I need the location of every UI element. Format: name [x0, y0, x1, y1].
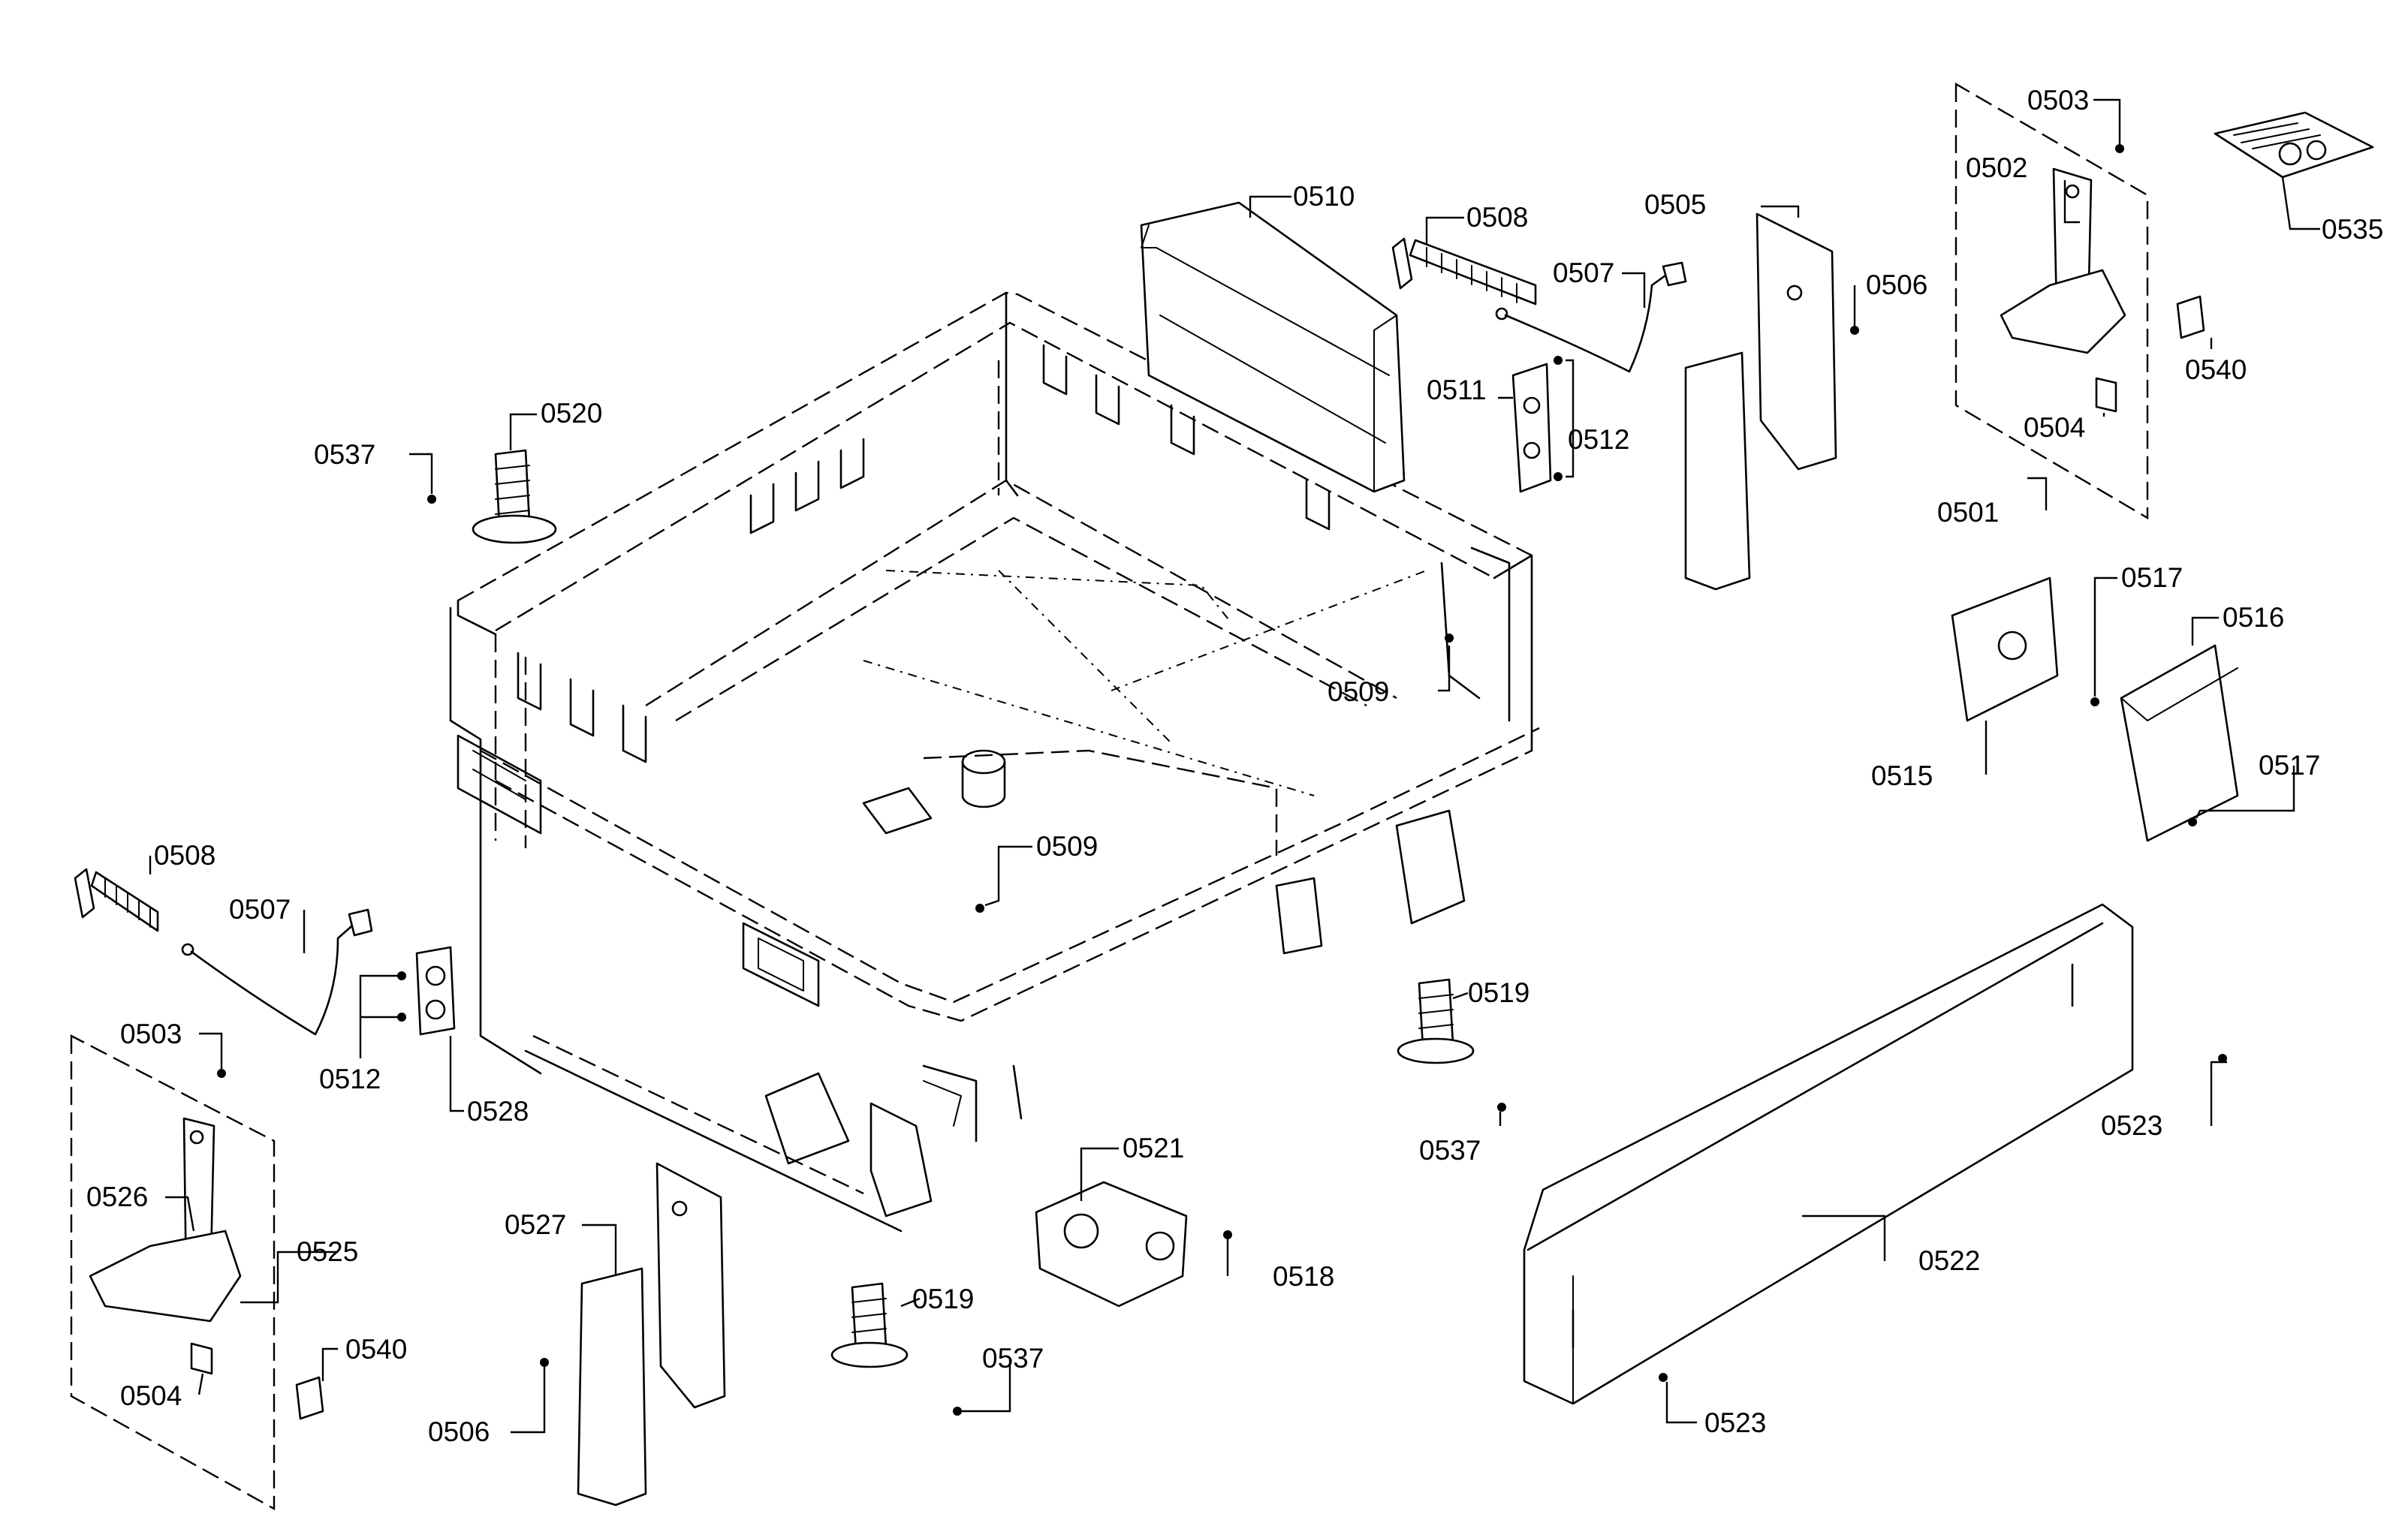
clip-0540-left [295, 1376, 324, 1420]
label-0509-upper: 0509 [1328, 676, 1389, 707]
hinge-left-part [89, 1117, 242, 1375]
hinge-right-part [2000, 167, 2126, 413]
screw-0503-left [217, 1069, 226, 1078]
bracket-0527-left [577, 1162, 726, 1506]
label-0515: 0515 [1871, 760, 1933, 791]
hinge-group-box-left [70, 1034, 276, 1511]
door-cable-0507-left [181, 908, 373, 1036]
label-0528: 0528 [467, 1096, 529, 1127]
control-box-0510 [1140, 201, 1406, 493]
label-0506-left: 0506 [428, 1416, 490, 1447]
screw-0503-right [2115, 144, 2124, 153]
label-0512-bottom: 0512 [319, 1064, 381, 1094]
screw-0523-bottom [1659, 1373, 1668, 1382]
screw-0506-right [1850, 326, 1859, 335]
label-0519-bottom: 0519 [912, 1284, 974, 1314]
screw-0523-right [2218, 1054, 2227, 1063]
label-0537-right: 0537 [1419, 1135, 1481, 1166]
label-0523-bottom: 0523 [1704, 1407, 1766, 1438]
label-0540-left: 0540 [345, 1334, 407, 1365]
label-0505: 0505 [1644, 189, 1706, 220]
bracket-0515 [1951, 576, 2059, 722]
label-0535: 0535 [2322, 214, 2383, 245]
screw-0506-left [540, 1358, 549, 1367]
screw-0537-right [1497, 1103, 1506, 1112]
label-0507-left: 0507 [229, 894, 291, 925]
label-0523-right: 0523 [2101, 1110, 2162, 1141]
pulley-0528 [415, 946, 456, 1036]
screw-0509-upper [1445, 634, 1454, 643]
door-spring-0508-top [1391, 237, 1537, 306]
label-0504-left: 0504 [120, 1380, 182, 1411]
label-0537-left: 0537 [314, 439, 375, 470]
door-cable-0507-top [1495, 261, 1687, 373]
label-0509-lower: 0509 [1036, 831, 1098, 862]
inlet-valve-0521 [1035, 1181, 1188, 1308]
label-0503-left: 0503 [120, 1019, 182, 1049]
screw-0537-bottom [953, 1407, 962, 1416]
screw-0509-lower [975, 904, 984, 913]
leader-lines [149, 98, 2320, 1434]
label-0510: 0510 [1293, 181, 1355, 212]
screw-0517-bottom [2188, 817, 2197, 826]
label-0527: 0527 [505, 1209, 566, 1240]
toe-panel-0522 [1523, 903, 2134, 1405]
label-0517-top: 0517 [2121, 562, 2183, 593]
hardware-bag-part [2214, 111, 2374, 179]
screw-0537-left [427, 495, 436, 504]
tub-base-frame [449, 291, 1540, 1233]
label-0526: 0526 [86, 1181, 148, 1212]
label-0512-top: 0512 [1568, 424, 1629, 455]
label-0508-top: 0508 [1466, 202, 1528, 233]
screw-0512-top-b [1554, 472, 1563, 481]
door-spring-0508-left [74, 868, 159, 932]
leveling-foot-0519-bottom [830, 1282, 909, 1368]
label-0525: 0525 [297, 1236, 358, 1267]
label-0521: 0521 [1123, 1133, 1184, 1163]
leveling-foot-0520 [472, 449, 557, 544]
label-0516: 0516 [2223, 602, 2284, 633]
leveling-foot-0519-right [1397, 978, 1475, 1064]
pulley-bracket-0511 [1511, 363, 1552, 493]
label-0504-right: 0504 [2024, 412, 2085, 443]
label-0520: 0520 [541, 398, 602, 429]
hinge-group-box-right [1954, 82, 2149, 520]
screw-0517-top [2090, 697, 2099, 706]
screw-0512-top-a [1554, 356, 1563, 365]
label-0537-bottom: 0537 [982, 1343, 1044, 1374]
label-0501: 0501 [1937, 497, 1999, 528]
label-0503-right: 0503 [2027, 85, 2089, 116]
label-0518: 0518 [1273, 1261, 1334, 1292]
bracket-0505-right [1684, 212, 1837, 591]
label-0522: 0522 [1918, 1245, 1980, 1276]
label-0502: 0502 [1966, 152, 2027, 183]
label-0540-right: 0540 [2185, 354, 2247, 385]
label-0506-right: 0506 [1866, 269, 1927, 300]
screw-0518 [1223, 1230, 1232, 1239]
label-0517-bottom: 0517 [2259, 750, 2320, 781]
clip-0540-right [2176, 295, 2205, 339]
cover-0516 [2120, 644, 2239, 842]
label-0507-top: 0507 [1553, 257, 1614, 288]
label-0519-right: 0519 [1468, 977, 1529, 1008]
part-number-labels: 0503 0502 0535 0510 0508 0505 0507 0506 … [86, 85, 2383, 1447]
label-0508-left: 0508 [154, 840, 215, 871]
label-0511: 0511 [1427, 375, 1487, 405]
